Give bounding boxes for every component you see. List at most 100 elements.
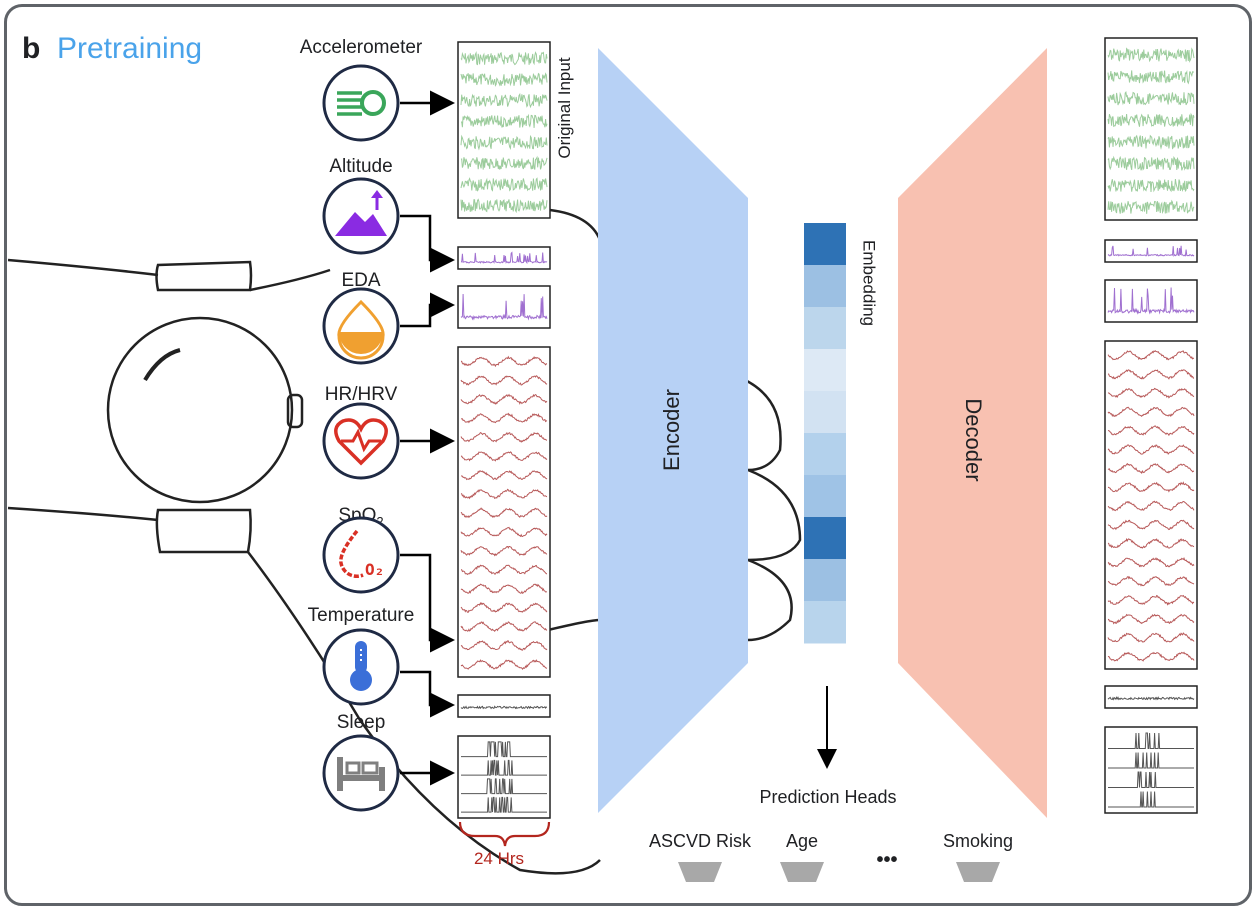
heart-rate-icon bbox=[322, 402, 400, 480]
reconstructed-hr-spo2-box-trace bbox=[1107, 632, 1195, 643]
watch-strap-top bbox=[155, 260, 253, 292]
prediction-heads-label: Prediction Heads bbox=[759, 787, 896, 807]
head-label-smoking: Smoking bbox=[943, 831, 1013, 851]
time-span-brace bbox=[458, 821, 551, 847]
reconstructed-eda-box bbox=[1104, 279, 1198, 323]
reconstructed-sleep-box-trace bbox=[1108, 752, 1194, 769]
reconstructed-hr-spo2-box-trace bbox=[1107, 594, 1195, 606]
hand-outline bbox=[247, 551, 601, 875]
embedding-cell bbox=[804, 601, 846, 644]
arrow-temperature bbox=[400, 670, 455, 718]
wrist-upper-line bbox=[7, 258, 159, 277]
reconstructed-hr-spo2-box-trace bbox=[1107, 387, 1195, 399]
hr-spo2-trace-box-trace bbox=[460, 355, 548, 368]
sensor-label-altitude: Altitude bbox=[329, 156, 392, 177]
accelerometer-trace-box-trace bbox=[460, 155, 548, 170]
original-input-traces bbox=[457, 41, 551, 819]
reconstructed-hr-spo2-box-trace bbox=[1107, 462, 1195, 475]
embedding-vector bbox=[804, 223, 846, 644]
sleep-trace-box bbox=[457, 735, 551, 819]
reconstructed-hr-spo2-box-trace bbox=[1107, 425, 1195, 437]
reconstructed-hr-spo2-box-trace bbox=[1107, 651, 1195, 662]
accelerometer-trace-box-trace bbox=[460, 51, 548, 66]
panel-title: Pretraining bbox=[57, 32, 202, 65]
finger-1 bbox=[549, 208, 602, 241]
accelerometer-trace-box-trace bbox=[460, 177, 548, 192]
accelerometer-trace-box-trace bbox=[460, 198, 548, 214]
hr-spo2-trace-box-trace bbox=[460, 507, 548, 519]
reconstructed-traces bbox=[1104, 37, 1198, 814]
accelerometer-icon bbox=[322, 64, 400, 142]
temperature-trace-box bbox=[457, 694, 551, 718]
reconstructed-sleep-box-trace bbox=[1108, 771, 1194, 788]
head-label-age: Age bbox=[786, 831, 818, 851]
embedding-cell bbox=[804, 517, 846, 560]
watch-glint bbox=[143, 348, 181, 382]
accelerometer-trace-box-trace bbox=[461, 113, 548, 128]
reconstructed-accelerometer-box-trace bbox=[1107, 179, 1195, 193]
embedding-cell bbox=[804, 559, 846, 602]
arrow-eda bbox=[400, 292, 455, 328]
altitude-trace-box-trace bbox=[460, 251, 548, 265]
reconstructed-accelerometer-box-trace bbox=[1107, 155, 1195, 171]
sleep-trace-box-trace bbox=[461, 741, 547, 758]
svg-text:O₂: O₂ bbox=[365, 560, 384, 579]
reconstructed-sleep-box-trace bbox=[1108, 732, 1194, 749]
accelerometer-trace-box bbox=[457, 41, 551, 219]
finger-2 bbox=[547, 618, 601, 632]
altitude-trace-box bbox=[457, 246, 551, 270]
accelerometer-trace-box-trace bbox=[460, 134, 548, 151]
sensor-label-accelerometer: Accelerometer bbox=[300, 37, 423, 58]
sleep-trace-box-trace bbox=[461, 759, 547, 776]
embedding-label: Embedding bbox=[860, 240, 879, 326]
sensor-label-heart-rate: HR/HRV bbox=[325, 384, 398, 405]
finger-3 bbox=[744, 378, 782, 472]
reconstructed-accelerometer-box-trace bbox=[1107, 112, 1195, 128]
watch-strap-bottom bbox=[155, 508, 252, 554]
hr-spo2-trace-box-trace bbox=[460, 621, 548, 633]
sensor-icons: AccelerometerAltitudeEDAHR/HRVSpO2O₂Temp… bbox=[300, 37, 423, 812]
reconstructed-accelerometer-box-trace bbox=[1107, 47, 1195, 63]
altitude-icon bbox=[322, 177, 400, 255]
embedding-cell bbox=[804, 349, 846, 392]
hr-spo2-trace-box-trace bbox=[460, 431, 547, 443]
accelerometer-trace-box-trace bbox=[460, 72, 548, 87]
encoder-block bbox=[598, 48, 748, 813]
embedding-cell bbox=[804, 433, 846, 476]
hr-spo2-trace-box-trace bbox=[460, 601, 548, 613]
head-label-ascvd-risk: ASCVD Risk bbox=[649, 831, 752, 851]
hr-spo2-trace-box-trace bbox=[460, 451, 548, 462]
spo2-icon: O₂ bbox=[322, 516, 400, 594]
sensor-arrows bbox=[400, 90, 455, 786]
embedding-cell bbox=[804, 265, 846, 308]
reconstructed-hr-spo2-box-trace bbox=[1107, 500, 1195, 512]
reconstructed-accelerometer-box bbox=[1104, 37, 1198, 221]
reconstructed-hr-spo2-box-trace bbox=[1107, 575, 1195, 587]
reconstructed-hr-spo2-box-trace bbox=[1107, 444, 1195, 455]
arrow-altitude bbox=[400, 214, 455, 273]
reconstructed-hr-spo2-box-trace bbox=[1107, 481, 1195, 493]
reconstructed-sleep-box bbox=[1104, 726, 1198, 814]
embedding-cell bbox=[804, 223, 846, 266]
eda-icon bbox=[322, 287, 400, 365]
reconstructed-accelerometer-box-trace bbox=[1107, 134, 1195, 150]
arm-line-1 bbox=[249, 268, 331, 292]
sleep-trace-box-trace bbox=[461, 796, 547, 813]
hr-spo2-trace-box-trace bbox=[460, 470, 548, 481]
prediction-head-block bbox=[780, 862, 824, 882]
original-input-label: Original Input bbox=[555, 57, 574, 158]
reconstructed-hr-spo2-box bbox=[1104, 340, 1198, 670]
hr-spo2-trace-box-trace bbox=[460, 412, 548, 424]
reconstructed-eda-box-trace bbox=[1107, 287, 1195, 315]
hr-spo2-trace-box-trace bbox=[460, 488, 548, 500]
heads-ellipsis: ••• bbox=[876, 849, 897, 871]
reconstructed-hr-spo2-box-trace bbox=[1107, 350, 1195, 361]
reconstructed-accelerometer-box-trace bbox=[1107, 199, 1195, 215]
sensor-label-eda: EDA bbox=[341, 270, 380, 291]
thermometer-icon bbox=[322, 628, 400, 706]
wrist-lower-line bbox=[7, 506, 159, 522]
time-span-label: 24 Hrs bbox=[474, 849, 524, 868]
sensor-label-bed: Sleep bbox=[337, 712, 386, 733]
reconstructed-sleep-box-trace bbox=[1108, 791, 1194, 808]
hr-spo2-trace-box-trace bbox=[460, 640, 548, 651]
